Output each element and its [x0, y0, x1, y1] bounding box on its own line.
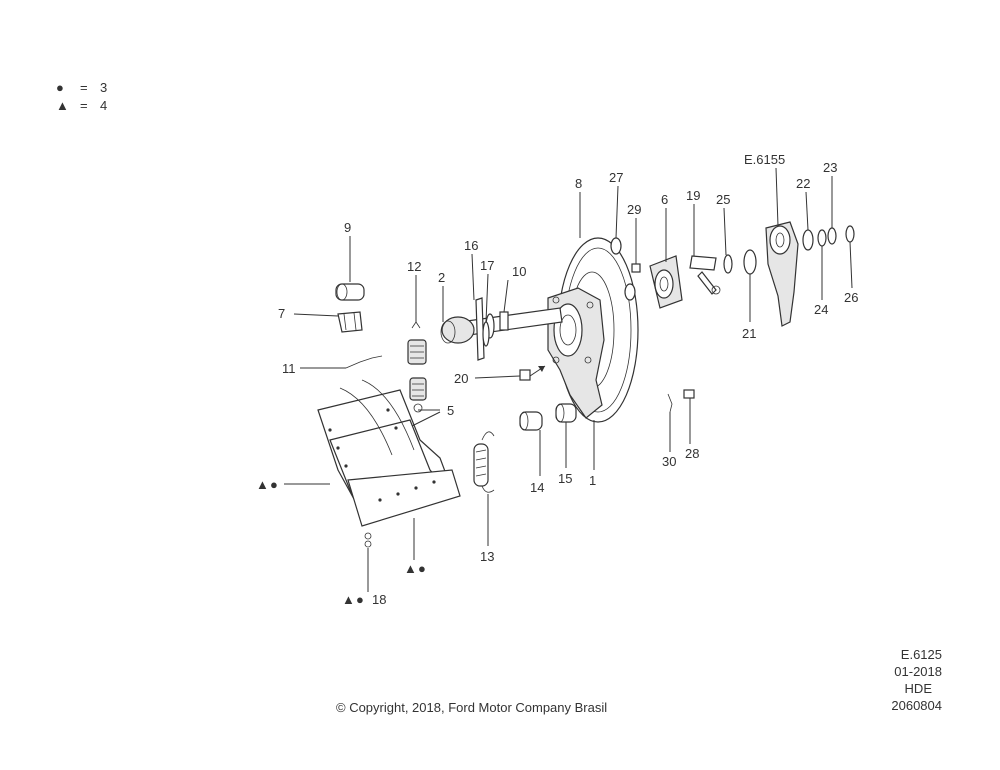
- footer-model: HDE: [905, 681, 933, 696]
- callout-8: 8: [575, 176, 582, 191]
- fasteners: [667, 389, 695, 413]
- callout-24: 24: [814, 302, 828, 317]
- callout-1: 1: [589, 473, 596, 488]
- callout-20: 20: [454, 371, 468, 386]
- leader-lines: [284, 167, 853, 592]
- retaining-clip: [345, 355, 383, 369]
- marker-circle-lining: ●: [418, 561, 426, 576]
- rivet: [364, 532, 372, 548]
- marker-circle-shoe: ●: [270, 477, 278, 492]
- footer: © Copyright, 2018, Ford Motor Company Br…: [336, 647, 942, 715]
- legend-circle-symbol: ●: [56, 80, 64, 95]
- callout-10: 10: [512, 264, 526, 279]
- marker-triangle-lining: ▲: [404, 561, 417, 576]
- legend-triangle-symbol: ▲: [56, 98, 69, 113]
- callout-23: 23: [823, 160, 837, 175]
- callout-28: 28: [685, 446, 699, 461]
- callout-29: 29: [627, 202, 641, 217]
- footer-code: E.6125: [901, 647, 942, 662]
- callout-22: 22: [796, 176, 810, 191]
- chamber-bracket: [649, 255, 683, 309]
- marker-circle-rivet: ●: [356, 592, 364, 607]
- return-spring: [407, 321, 427, 413]
- callout-17: 17: [480, 258, 494, 273]
- callout-30: 30: [662, 454, 676, 469]
- callout-12: 12: [407, 259, 421, 274]
- callout-25: 25: [716, 192, 730, 207]
- callout-9: 9: [344, 220, 351, 235]
- roller: [335, 283, 365, 301]
- clevis-link: [689, 255, 721, 295]
- copyright-text: © Copyright, 2018, Ford Motor Company Br…: [336, 700, 607, 715]
- legend-triangle-value: 4: [100, 98, 107, 113]
- marker-triangle-rivet: ▲: [342, 592, 355, 607]
- callout-19: 19: [686, 188, 700, 203]
- callout-27: 27: [609, 170, 623, 185]
- footer-number: 2060804: [891, 698, 942, 713]
- spacer-washer: [743, 249, 757, 275]
- callout-15: 15: [558, 471, 572, 486]
- callout-labels: 9 7 11 12 2 16 17 10 20 8 27 29 6 19 25 …: [278, 152, 858, 607]
- callout-18: 18: [372, 592, 386, 607]
- callout-16: 16: [464, 238, 478, 253]
- callout-7: 7: [278, 306, 285, 321]
- anchor-pin: [337, 311, 363, 333]
- callout-11: 11: [282, 361, 296, 376]
- brake-spider: [547, 287, 605, 419]
- callout-5: 5: [447, 403, 454, 418]
- snap-ring: [723, 254, 733, 274]
- seal-washer: [475, 297, 490, 361]
- callout-6: 6: [661, 192, 668, 207]
- callout-21: 21: [742, 326, 756, 341]
- symbol-markers: ▲ ● ▲ ● ▲ ●: [256, 477, 426, 607]
- legend-circle-value: 3: [100, 80, 107, 95]
- slack-adjuster: [765, 221, 799, 327]
- callout-14: 14: [530, 480, 544, 495]
- callout-ref-e6155: E.6155: [744, 152, 785, 167]
- legend-triangle-equals: =: [80, 98, 88, 113]
- legend-circle-equals: =: [80, 80, 88, 95]
- callout-26: 26: [844, 290, 858, 305]
- callout-2: 2: [438, 270, 445, 285]
- marker-triangle-shoe: ▲: [256, 477, 269, 492]
- footer-date: 01-2018: [894, 664, 942, 679]
- brake-shoes: [317, 379, 461, 527]
- adjuster-rings: [802, 225, 855, 251]
- cam-bushings: [519, 403, 577, 431]
- callout-13: 13: [480, 549, 494, 564]
- lock-clip: [519, 365, 546, 381]
- shoe-spring: [473, 431, 495, 493]
- legend: ● = 3 ▲ = 4: [56, 80, 107, 113]
